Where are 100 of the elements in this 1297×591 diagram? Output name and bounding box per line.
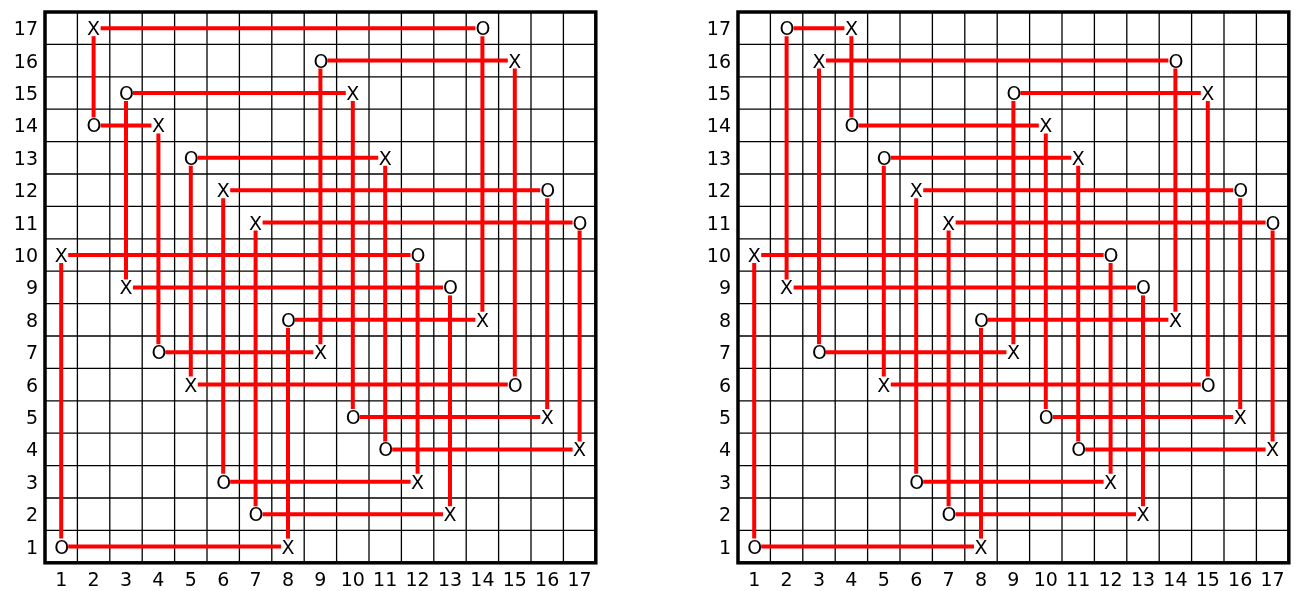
axis-number: 11 [1065,568,1092,589]
connector-line [979,327,983,539]
axis-number: 8 [717,309,731,330]
connector-line [946,230,951,507]
axis-number: 3 [811,568,827,589]
connector-line [286,327,290,539]
axis-number: 5 [717,407,731,427]
connector-line [1108,263,1113,474]
connector-line [91,36,96,118]
grid-mark: X [119,279,133,296]
connector-line [784,36,789,280]
connector-line [1173,68,1178,312]
axis-number: 8 [24,309,38,330]
grid-mark: O [540,182,555,199]
axis-number: 2 [24,504,38,525]
axis-number: 13 [1129,568,1157,589]
connector-line [448,295,452,507]
grid-mark: X [345,85,360,101]
connector-line [955,512,1136,517]
grid-mark: O [812,344,826,361]
connector-line [133,91,346,95]
axis-number: 17 [705,18,731,39]
connector-line [1238,198,1243,409]
connector-line [480,36,485,312]
grid-mark: O [248,506,263,523]
axis-number: 9 [1006,568,1021,589]
axis-number: 10 [339,568,366,589]
axis-number: 17 [12,18,38,39]
connector-line [68,544,281,549]
axis-number: 15 [12,83,38,103]
axis-number: 6 [216,568,231,589]
grid-mark: X [313,344,328,361]
connector-line [100,123,152,128]
connector-line [793,26,845,31]
axis-number: 16 [1227,568,1254,589]
axis-number: 7 [248,568,263,589]
grid-mark: X [747,247,762,263]
connector-line [59,263,64,539]
axis-number: 9 [313,568,328,589]
grid-mark: X [540,409,555,425]
grid-mark: O [1233,182,1248,199]
axis-number: 13 [12,147,38,168]
connector-line [383,165,388,442]
connector-line [221,198,226,474]
axis-number: 16 [12,50,38,71]
grid-mark: O [119,85,133,101]
grid-mark: X [1265,441,1280,458]
connector-line [890,155,1072,160]
connector-line [793,285,1136,290]
connector-line [230,188,541,193]
connector-line [295,317,476,322]
axis-number: 4 [24,439,38,460]
axis-number: 12 [1097,568,1124,589]
connector-line [100,26,476,31]
axis-number: 10 [1032,568,1059,589]
axis-number: 10 [705,245,731,265]
grid-mark: X [281,538,295,555]
grid-mark: X [812,52,826,69]
axis-number: 2 [86,568,101,589]
connector-line [188,165,193,377]
grid-mark: O [151,344,166,361]
connector-line [133,285,443,290]
connector-line [68,253,411,257]
axis-number: 13 [436,568,464,589]
axis-number: 17 [1259,568,1286,589]
connector-line [359,415,541,419]
connector-line [415,263,420,474]
axis-number: 6 [909,568,924,589]
connector-line [826,350,1007,355]
connector-line [752,263,757,539]
connector-line [1011,101,1016,345]
axis-number: 17 [566,568,593,589]
grid-mark: X [844,20,859,37]
grid-mark: O [507,376,522,393]
grid-mark: O [281,311,295,328]
grid-mark: O [844,117,859,134]
grid-mark: O [443,279,457,296]
grid-mark: O [313,52,328,69]
axis-number: 15 [501,568,528,589]
grid-mark: O [572,214,587,231]
axis-number: 1 [717,536,731,557]
axis-number: 3 [118,568,134,589]
connector-line [392,447,573,452]
axis-number: 12 [404,568,431,589]
grid-mark: X [779,279,794,296]
grid-mark: X [1071,149,1086,166]
grid-mark: X [1168,311,1183,328]
axis-number: 8 [280,568,296,589]
axis-number: 9 [717,277,731,298]
axis-number: 6 [717,374,731,395]
axis-number: 5 [24,407,38,427]
connector-line [262,220,573,225]
grid-mark: X [507,52,522,69]
connector-line [826,58,1169,63]
grid-mark: X [443,506,457,523]
connector-line [577,230,582,442]
connector-line [988,317,1169,322]
axis-number: 2 [717,504,731,525]
grid-mark: O [1168,52,1183,69]
axis-number: 7 [941,568,956,589]
